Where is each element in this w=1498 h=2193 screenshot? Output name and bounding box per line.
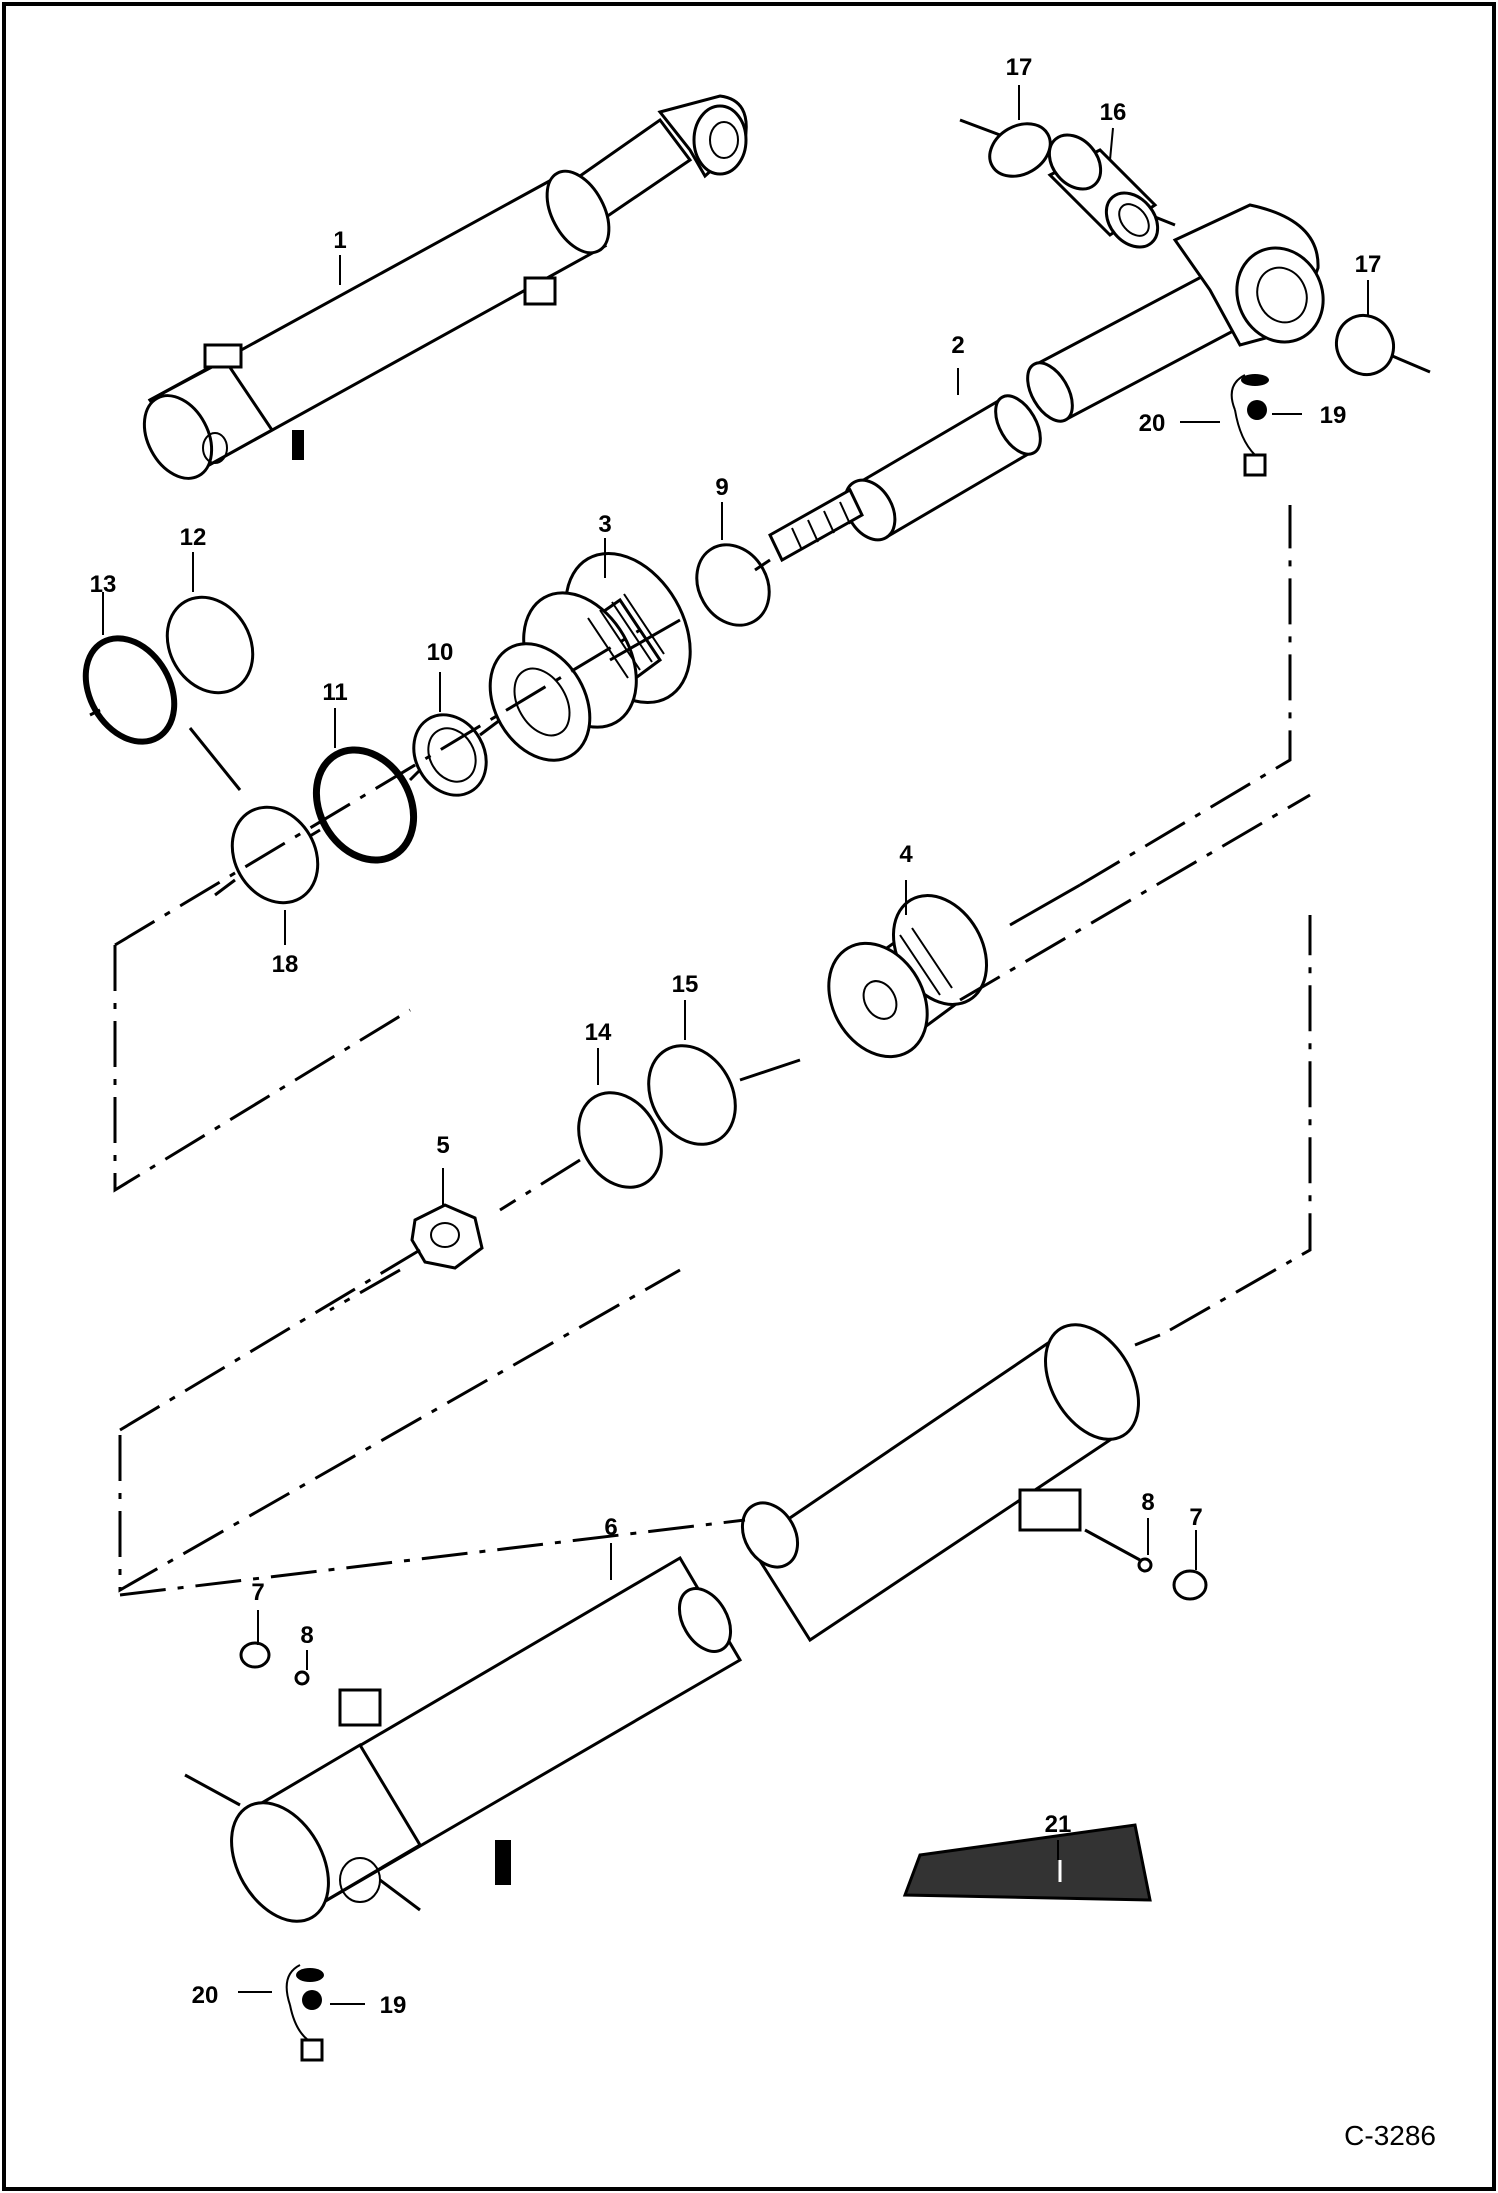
callout-11: 11 (322, 679, 347, 706)
callout-10: 10 (427, 639, 454, 666)
callout-labels: 1 2 3 4 5 6 7 7 8 8 9 10 11 12 13 14 15 … (90, 54, 1382, 2019)
part-7-plug-right (1172, 1569, 1208, 1601)
callout-6: 6 (604, 1514, 617, 1541)
callout-7-right: 7 (1189, 1504, 1202, 1531)
part-1-cylinder-assembly (142, 94, 748, 480)
callout-9: 9 (715, 474, 728, 501)
callout-13: 13 (90, 571, 117, 598)
callout-14: 14 (585, 1019, 612, 1046)
part-17-seal-right (1334, 313, 1396, 377)
part-7-plug-left (239, 1641, 271, 1669)
callout-15: 15 (672, 971, 699, 998)
callout-leaders (102, 85, 1369, 2005)
part-rod-eye (1172, 203, 1325, 347)
part-10-ring (412, 713, 488, 797)
callout-5: 5 (436, 1132, 449, 1159)
callout-2: 2 (951, 332, 964, 359)
part-8-oring-left (294, 1670, 310, 1686)
callout-16: 16 (1100, 99, 1127, 126)
callout-17-right: 17 (1355, 251, 1382, 278)
callout-4: 4 (899, 841, 913, 868)
callout-12: 12 (180, 524, 207, 551)
assembly-outline-lines (113, 505, 1312, 1597)
part-4-piston (827, 894, 989, 1059)
callout-8-left: 8 (300, 1622, 313, 1649)
part-14-seal (577, 1091, 663, 1189)
part-15-seal (647, 1044, 737, 1146)
callout-1: 1 (333, 227, 346, 254)
part-8-oring-right (1137, 1557, 1153, 1573)
part-5-nut (410, 1203, 484, 1270)
part-17-seal-upper (988, 122, 1052, 178)
part-9-wiper (695, 543, 771, 627)
callout-19-upper: 19 (1320, 402, 1347, 429)
callout-18: 18 (272, 951, 299, 978)
callout-21: 21 (1045, 1811, 1072, 1838)
callout-8-right: 8 (1141, 1489, 1154, 1516)
callout-20-lower: 20 (192, 1982, 219, 2009)
part-11-o-ring (312, 746, 418, 864)
callout-19-lower: 19 (380, 1992, 407, 2019)
part-16-bushing (1047, 133, 1160, 249)
part-2-rod (768, 272, 1238, 563)
part-13-o-ring (82, 635, 178, 745)
part-21-seal-kit (902, 1823, 1152, 1902)
part-6-barrel (230, 1323, 1140, 1923)
callout-17-upper: 17 (1006, 54, 1033, 81)
callout-7-left: 7 (251, 1579, 264, 1606)
callout-20-upper: 20 (1139, 410, 1166, 437)
part-12-ring (165, 595, 255, 695)
part-19-20-fitting-lower (285, 1964, 324, 2062)
part-3-gland (488, 551, 692, 762)
drawing-code: C-3286 (1344, 2120, 1436, 2151)
part-19-20-fitting-upper (1230, 374, 1269, 477)
callout-3: 3 (598, 511, 611, 538)
